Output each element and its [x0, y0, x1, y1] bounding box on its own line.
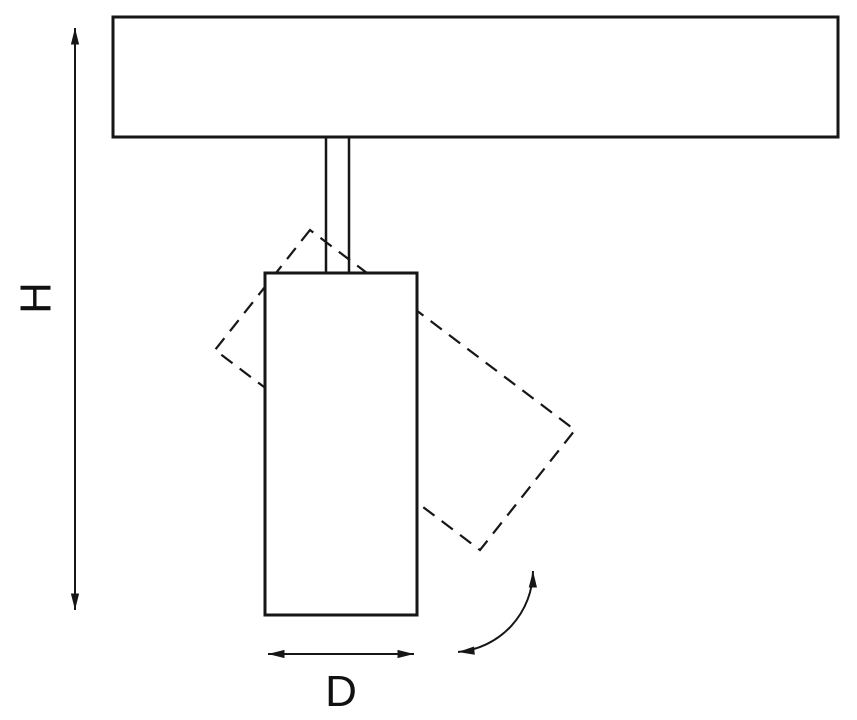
track-rail — [111, 15, 840, 139]
rotation-arrow — [457, 570, 537, 655]
height-dimension-label: H — [12, 282, 61, 314]
mount-stem — [324, 137, 351, 274]
lamp-body — [263, 271, 419, 617]
diameter-dimension-label: D — [325, 667, 357, 716]
height-dimension: H — [12, 28, 80, 610]
lamp-body-rotated-outline — [213, 228, 577, 552]
diameter-dimension: D — [268, 649, 414, 716]
